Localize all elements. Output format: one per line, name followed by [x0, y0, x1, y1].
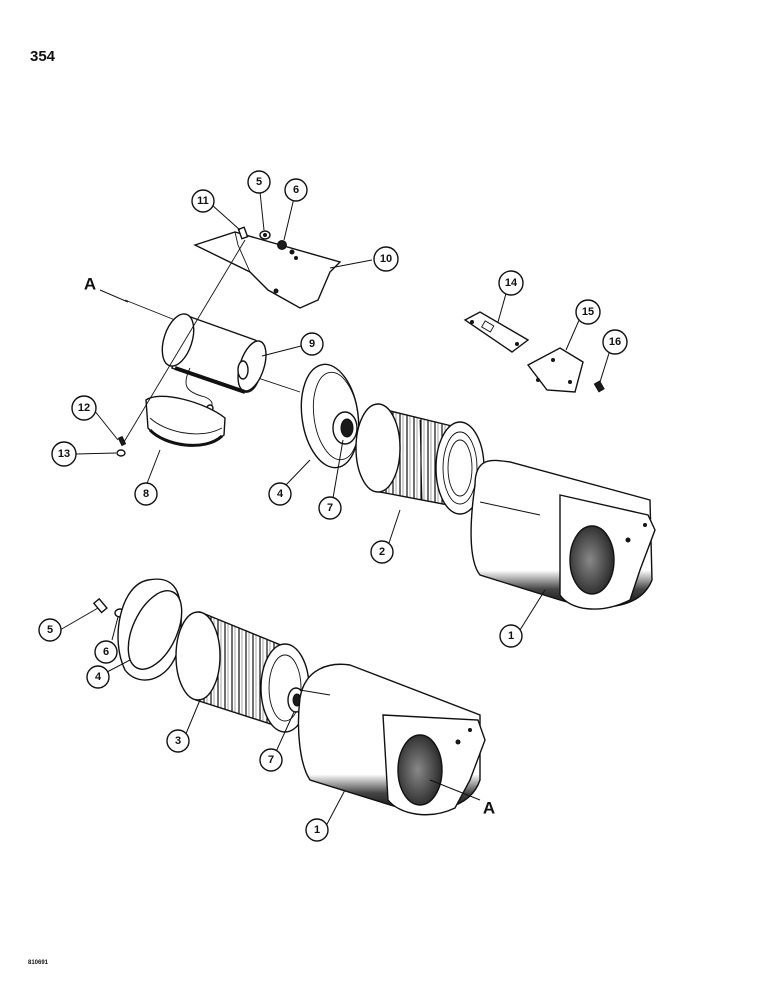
svg-text:6: 6 — [293, 184, 299, 196]
callout-13: 13 — [51, 441, 77, 467]
bracket-hardware — [237, 226, 287, 250]
svg-text:1: 1 — [314, 824, 320, 836]
callout-6-upper: 6 — [284, 178, 308, 202]
svg-text:13: 13 — [58, 448, 70, 460]
callout-4-upper: 4 — [268, 482, 292, 506]
inlet-ring-upper — [300, 363, 360, 469]
svg-text:2: 2 — [379, 546, 385, 558]
callout-8: 8 — [134, 482, 158, 506]
blower-housing-upper — [470, 459, 656, 610]
inlet-ring-lower — [117, 578, 183, 681]
callout-11: 11 — [191, 189, 215, 213]
callout-6-lower: 6 — [94, 640, 118, 664]
marker-a-upper: A — [84, 275, 96, 294]
svg-text:4: 4 — [95, 671, 102, 683]
svg-text:11: 11 — [197, 195, 209, 207]
blower-wheel-lower — [175, 610, 310, 733]
callout-2: 2 — [370, 540, 394, 564]
svg-text:16: 16 — [609, 336, 621, 348]
motor-strap — [145, 395, 226, 447]
callout-10: 10 — [373, 246, 399, 272]
hub-upper — [332, 411, 358, 445]
callout-1-upper: 1 — [499, 624, 523, 648]
reference-code: 810691 — [28, 960, 49, 966]
svg-text:8: 8 — [143, 488, 149, 500]
callout-14: 14 — [498, 270, 524, 296]
callout-5-upper: 5 — [247, 170, 271, 194]
callout-7-lower: 7 — [259, 748, 283, 772]
callout-4-lower: 4 — [86, 665, 110, 689]
blower-wheel-upper — [355, 403, 485, 515]
resistor-bracket — [526, 347, 584, 393]
svg-text:12: 12 — [78, 402, 90, 414]
svg-text:10: 10 — [380, 253, 392, 265]
svg-text:14: 14 — [505, 277, 518, 289]
callout-16: 16 — [602, 329, 628, 355]
page-number: 354 — [30, 48, 56, 65]
blower-motor — [161, 313, 267, 394]
callout-7-upper: 7 — [318, 496, 342, 520]
svg-text:5: 5 — [256, 176, 262, 188]
callout-5-lower: 5 — [38, 618, 62, 642]
svg-text:7: 7 — [327, 502, 333, 514]
resistor-plate — [463, 311, 530, 353]
callout-9: 9 — [300, 332, 324, 356]
motor-bracket — [193, 231, 342, 309]
callout-12: 12 — [71, 395, 97, 421]
svg-text:5: 5 — [47, 624, 53, 636]
callout-3: 3 — [166, 729, 190, 753]
svg-text:15: 15 — [582, 306, 594, 318]
svg-text:1: 1 — [508, 630, 514, 642]
svg-text:3: 3 — [175, 735, 181, 747]
callout-15: 15 — [575, 299, 601, 325]
svg-text:4: 4 — [277, 488, 284, 500]
svg-text:7: 7 — [268, 754, 274, 766]
svg-text:6: 6 — [103, 646, 109, 658]
svg-text:9: 9 — [309, 338, 315, 350]
marker-a-lower: A — [483, 799, 495, 818]
blower-housing-lower — [297, 663, 486, 816]
callout-1-lower: 1 — [305, 818, 329, 842]
